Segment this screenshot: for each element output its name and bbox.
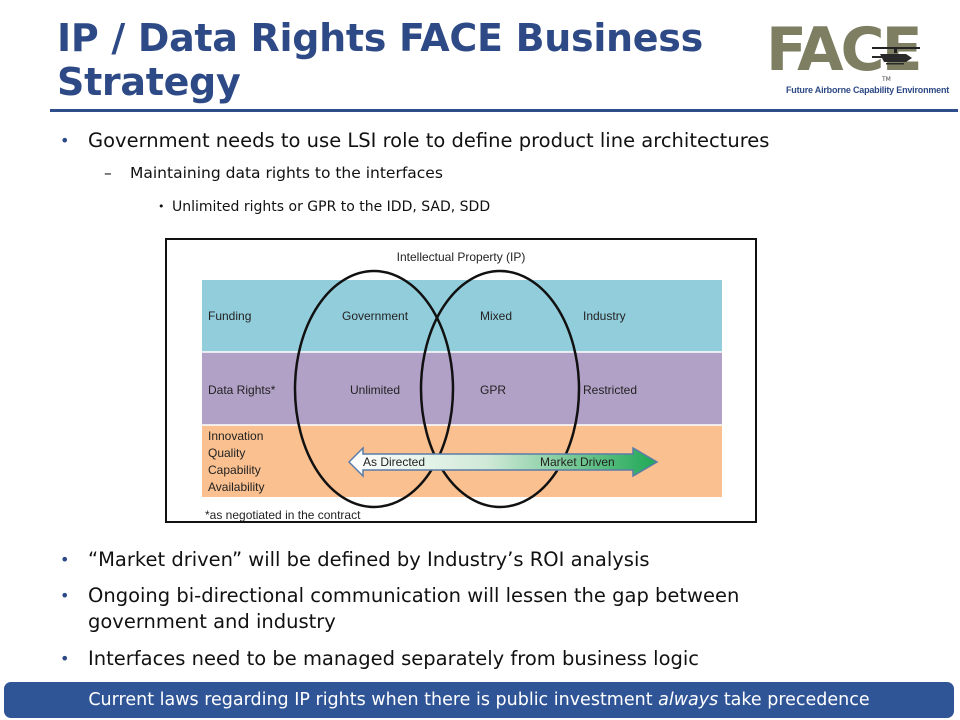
government-ellipse bbox=[293, 269, 455, 509]
ip-diagram: Intellectual Property (IP) Funding Gover… bbox=[165, 238, 757, 523]
data-rights-gpr: GPR bbox=[480, 383, 507, 397]
bullet-interfaces: • Interfaces need to be managed separate… bbox=[60, 646, 928, 672]
footer-emphasis: always bbox=[658, 690, 719, 710]
bullet-communication: • Ongoing bi-directional communication w… bbox=[60, 583, 848, 635]
arrow-label-as-directed: As Directed bbox=[363, 455, 426, 469]
funding-mixed: Mixed bbox=[480, 309, 513, 323]
funding-government: Government bbox=[342, 309, 409, 323]
bullet-text: Government needs to use LSI role to defi… bbox=[88, 129, 770, 152]
sub-bullet-text: Maintaining data rights to the interface… bbox=[130, 164, 443, 182]
data-rights-band bbox=[202, 352, 722, 425]
bullet-dot: • bbox=[60, 586, 70, 605]
bullet-lsi-role: • Government needs to use LSI role to de… bbox=[60, 128, 928, 154]
bullet-market-driven: • “Market driven” will be defined by Ind… bbox=[60, 547, 928, 573]
bullet-dot: • bbox=[60, 649, 70, 668]
footer-text-before: Current laws regarding IP rights when th… bbox=[88, 690, 659, 710]
funding-label: Funding bbox=[208, 309, 252, 323]
quality-quality: Quality bbox=[208, 446, 246, 460]
logo-trademark: TM bbox=[882, 76, 891, 83]
ip-diagram-graphics bbox=[202, 269, 722, 509]
data-rights-label: Data Rights* bbox=[208, 383, 276, 397]
bullet-dot: • bbox=[158, 200, 165, 213]
funding-industry: Industry bbox=[583, 309, 626, 323]
quality-capability: Capability bbox=[208, 463, 261, 477]
helicopter-icon bbox=[872, 47, 920, 65]
quality-availability: Availability bbox=[208, 480, 265, 494]
logo-caption: Future Airborne Capability Environment bbox=[786, 85, 950, 95]
industry-ellipse bbox=[419, 269, 581, 509]
sub-sub-bullet-unlimited-rights: • Unlimited rights or GPR to the IDD, SA… bbox=[158, 197, 491, 217]
arrow-label-market-driven: Market Driven bbox=[540, 455, 615, 469]
data-rights-restricted: Restricted bbox=[583, 383, 638, 397]
bullet-dot: • bbox=[60, 131, 70, 150]
sub-sub-bullet-text: Unlimited rights or GPR to the IDD, SAD,… bbox=[172, 199, 491, 215]
footer-text-after: take precedence bbox=[718, 690, 870, 710]
data-rights-unlimited: Unlimited bbox=[350, 383, 401, 397]
face-logo: FACE TM Future Airborne Capability Envir… bbox=[760, 16, 949, 101]
diagram-footnote: *as negotiated in the contract bbox=[205, 508, 361, 522]
direction-arrow bbox=[347, 446, 659, 478]
footer-banner: Current laws regarding IP rights when th… bbox=[4, 682, 954, 718]
quality-innovation: Innovation bbox=[208, 429, 264, 443]
bullet-text: Interfaces need to be managed separately… bbox=[88, 647, 700, 670]
bullet-text: Ongoing bi-directional communication wil… bbox=[88, 584, 740, 633]
bullet-dot: • bbox=[60, 550, 70, 569]
sub-bullet-data-rights: – Maintaining data rights to the interfa… bbox=[104, 162, 443, 184]
page-title: IP / Data Rights FACE Business Strategy bbox=[57, 16, 703, 104]
bullet-dash: – bbox=[104, 164, 112, 182]
title-divider bbox=[50, 109, 958, 112]
bullet-text: “Market driven” will be defined by Indus… bbox=[88, 548, 650, 571]
funding-band bbox=[202, 280, 722, 352]
diagram-title: Intellectual Property (IP) bbox=[396, 250, 526, 264]
